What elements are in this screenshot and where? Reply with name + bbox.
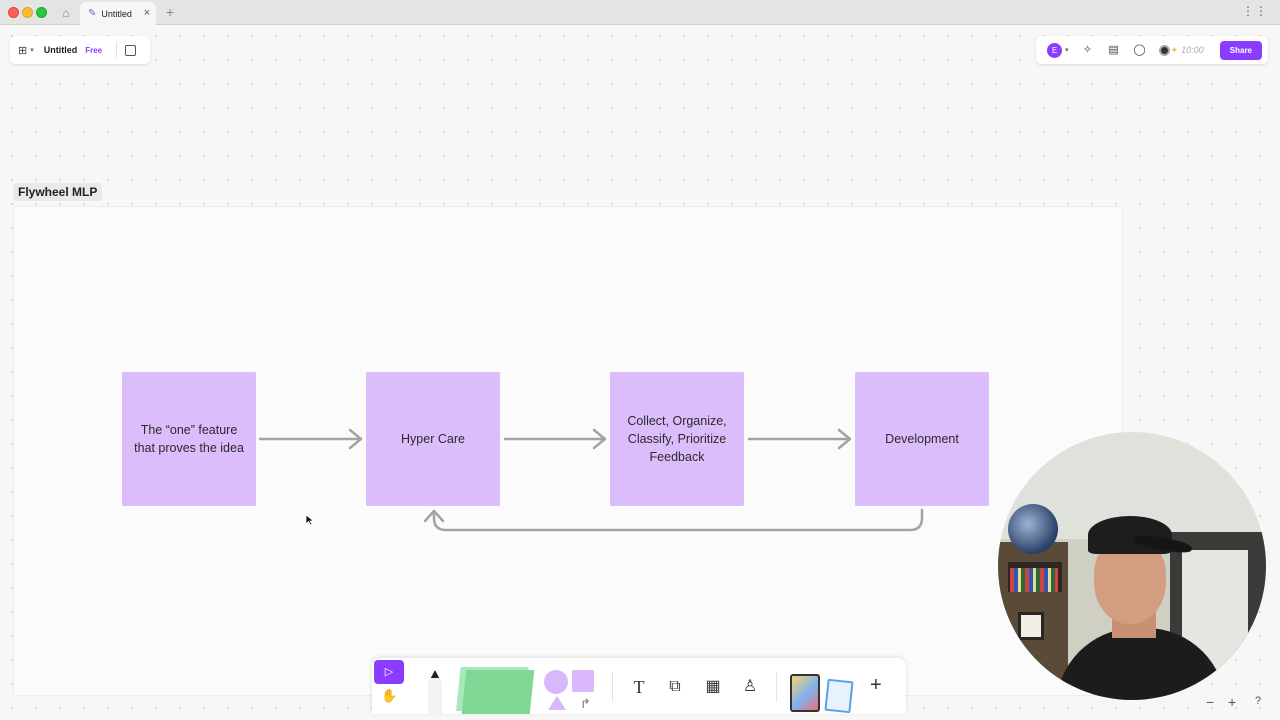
cursor-icon — [305, 514, 315, 526]
timer-text: 10:00 — [1181, 45, 1204, 55]
media-tool-icon[interactable] — [790, 674, 820, 712]
timer-widget[interactable]: ✦ 10:00 — [1158, 44, 1204, 56]
close-icon[interactable]: × — [143, 7, 150, 19]
close-window-button[interactable] — [8, 7, 19, 18]
webcam-globe — [1008, 504, 1058, 554]
toolbar-divider — [612, 672, 613, 702]
webcam-picture-frame — [1018, 612, 1044, 640]
circle-shape-icon[interactable] — [544, 670, 568, 694]
reactions-icon[interactable]: ✧ — [1082, 44, 1093, 56]
help-button[interactable]: ? — [1255, 695, 1262, 707]
new-tab-icon[interactable]: + — [166, 4, 175, 20]
sticky-note-tool-icon[interactable] — [461, 670, 535, 714]
section-tool-icon[interactable]: ⧉ — [669, 678, 681, 695]
comment-icon[interactable]: ◯ — [1133, 44, 1146, 56]
sticky-note-text: The “one” feature that proves the idea — [134, 423, 244, 455]
square-shape-icon[interactable] — [572, 670, 594, 692]
file-toolbar: ⊞ ▾ Untitled Free — [10, 36, 150, 64]
avatar[interactable]: E — [1047, 42, 1062, 58]
select-tool-button[interactable]: ▷ — [374, 660, 404, 684]
connector-tool-icon[interactable]: ↱ — [580, 696, 591, 711]
creation-toolbar: ▷ ✋ ↱ T ⧉ ▦ ♙ + — [372, 658, 906, 714]
chevron-down-icon[interactable]: ▾ — [30, 47, 34, 54]
sticky-note-text: Development — [885, 432, 959, 446]
sticky-note-text: Hyper Care — [401, 432, 465, 446]
timer-spark-icon: ✦ — [1170, 44, 1179, 55]
chevron-down-icon[interactable]: ▾ — [1065, 47, 1069, 54]
app-logo-icon[interactable]: ⊞ — [18, 44, 28, 57]
sticky-note-feature[interactable]: The “one” feature that proves the idea — [122, 372, 256, 506]
pen-tool-icon[interactable] — [428, 670, 442, 714]
timer-dial-icon — [1158, 44, 1170, 56]
sticky-note-development[interactable]: Development — [855, 372, 989, 506]
sticky-note-feedback[interactable]: Collect, Organize, Classify, Prioritize … — [610, 372, 744, 506]
toolbar-divider — [776, 672, 777, 702]
zoom-out-button[interactable]: − — [1206, 694, 1215, 710]
plus-icon[interactable]: + — [870, 674, 882, 696]
widgets-tool-icon[interactable] — [824, 678, 854, 714]
webcam-overlay — [998, 432, 1266, 700]
board-icon: ✎ — [88, 8, 97, 19]
browser-tab[interactable]: ✎ Untitled × — [80, 2, 156, 25]
pages-icon[interactable] — [125, 44, 137, 56]
browser-titlebar: ⌂ ✎ Untitled × + ⋮⋮ — [0, 0, 1280, 25]
layout-icon[interactable]: ▤ — [1108, 44, 1119, 56]
more-options-icon[interactable]: ⋮⋮ — [1242, 4, 1268, 18]
text-tool-icon[interactable]: T — [633, 677, 645, 697]
frame-title[interactable]: Flywheel MLP — [13, 183, 103, 201]
file-name[interactable]: Untitled — [43, 45, 78, 55]
hand-tool-icon[interactable]: ✋ — [381, 688, 398, 703]
share-button[interactable]: Share — [1219, 40, 1262, 60]
triangle-shape-icon[interactable] — [548, 696, 566, 710]
zoom-in-button[interactable]: + — [1228, 694, 1237, 710]
sticky-note-text: Collect, Organize, Classify, Prioritize … — [627, 414, 727, 464]
plan-badge[interactable]: Free — [85, 45, 103, 55]
minimize-window-button[interactable] — [22, 7, 33, 18]
collaboration-toolbar: E ▾ ✧ ▤ ◯ ✦ 10:00 Share — [1036, 36, 1268, 64]
toolbar-divider — [116, 42, 118, 58]
maximize-window-button[interactable] — [36, 7, 47, 18]
webcam-books — [1010, 568, 1058, 592]
stamp-tool-icon[interactable]: ♙ — [742, 678, 758, 695]
sticky-note-hyper-care[interactable]: Hyper Care — [366, 372, 500, 506]
table-tool-icon[interactable]: ▦ — [705, 678, 721, 695]
home-icon[interactable]: ⌂ — [62, 6, 70, 20]
tab-title: Untitled — [101, 8, 132, 19]
